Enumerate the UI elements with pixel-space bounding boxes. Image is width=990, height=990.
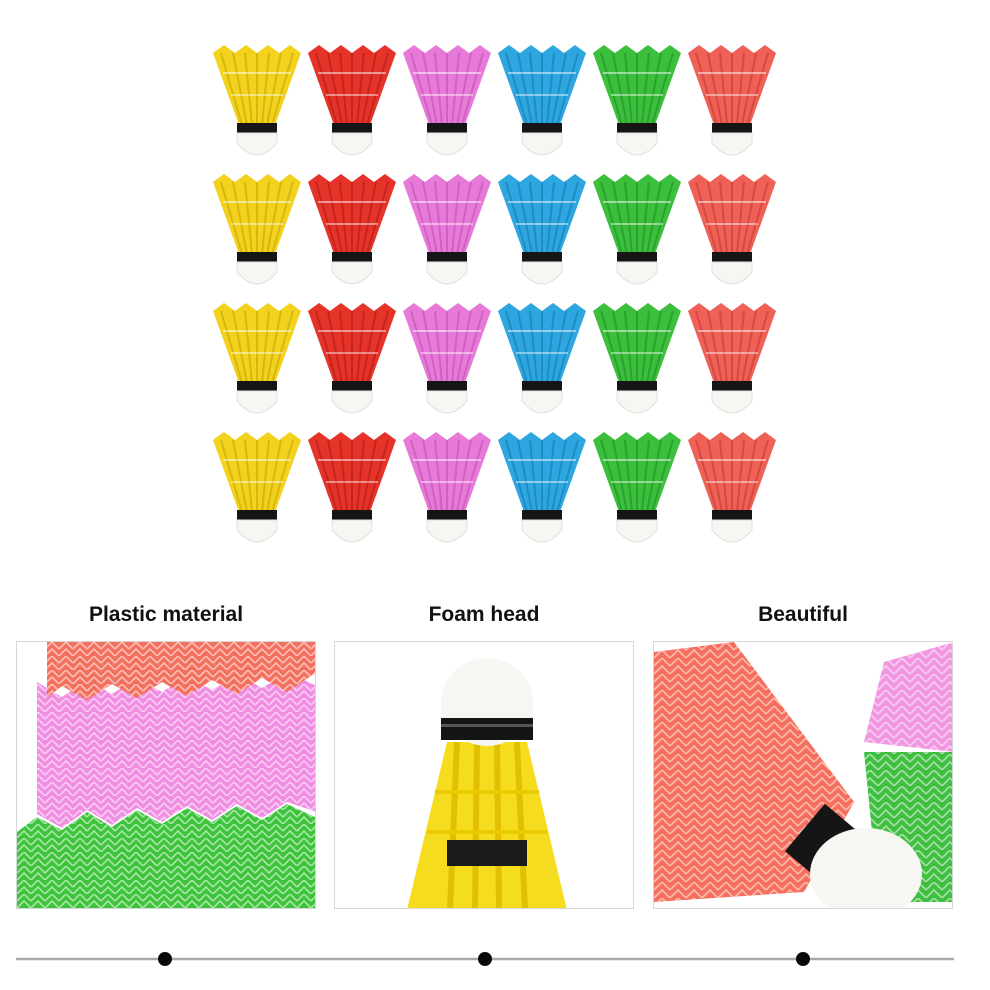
shuttlecock-coral <box>688 174 776 285</box>
timeline-dot-3 <box>796 952 810 966</box>
timeline <box>16 952 954 966</box>
foam-head-shape <box>711 390 753 414</box>
shuttlecock-yellow <box>213 432 301 543</box>
shuttlecock-pink <box>403 303 491 414</box>
foam-head-shape <box>711 519 753 543</box>
foam-head-shape <box>711 261 753 285</box>
foam-head-shape <box>616 390 658 414</box>
band-shape <box>522 252 562 262</box>
foam-head-shape <box>331 261 373 285</box>
shuttlecock-yellow <box>213 174 301 285</box>
band-shape <box>427 252 467 262</box>
inner-band-shape <box>447 840 527 866</box>
foam-head-shape <box>331 519 373 543</box>
shuttlecock-blue <box>498 45 586 156</box>
panel-foam-head <box>334 641 634 909</box>
black-band-shape <box>441 718 533 740</box>
band-shape <box>712 123 752 133</box>
feature-title-foam: Foam head <box>428 603 540 626</box>
band-shape <box>617 252 657 262</box>
band-shape <box>617 123 657 133</box>
black-band-shape <box>784 803 858 879</box>
feature-title-plastic: Plastic material <box>88 603 244 626</box>
foam-head-shape <box>426 519 468 543</box>
foam-head-shape <box>426 132 468 156</box>
band-shape <box>712 381 752 391</box>
foam-head-shape <box>236 261 278 285</box>
foam-head-shape <box>711 132 753 156</box>
foam-head-shape <box>331 132 373 156</box>
shuttlecock-pink <box>403 174 491 285</box>
foam-head-shape <box>521 132 563 156</box>
foam-head-shape <box>521 261 563 285</box>
band-shape <box>332 381 372 391</box>
feature-title-beautiful: Beautiful <box>758 603 848 626</box>
shuttlecock-coral <box>688 45 776 156</box>
shuttlecock-coral <box>688 432 776 543</box>
band-shape <box>522 123 562 133</box>
band-shape <box>617 381 657 391</box>
shuttlecock-blue <box>498 303 586 414</box>
foam-head-shape <box>426 390 468 414</box>
foam-head-shape <box>616 132 658 156</box>
shuttlecock-green <box>593 303 681 414</box>
shuttlecock-red <box>308 45 396 156</box>
timeline-dot-1 <box>158 952 172 966</box>
shuttlecock-coral <box>688 303 776 414</box>
foam-head-shape <box>236 132 278 156</box>
panel-beautiful <box>653 641 953 909</box>
shuttlecock-red <box>308 303 396 414</box>
band-shape <box>237 510 277 520</box>
band-shape <box>427 510 467 520</box>
band-shape <box>332 510 372 520</box>
foam-head-shape <box>426 261 468 285</box>
foam-head-shape <box>616 519 658 543</box>
band-shape <box>522 381 562 391</box>
shuttlecock-pink <box>403 45 491 156</box>
plastic-closeup-image <box>17 642 315 908</box>
band-shape <box>332 252 372 262</box>
foam-head-shape <box>616 261 658 285</box>
shuttlecock-green <box>593 432 681 543</box>
band-shape <box>237 381 277 391</box>
foam-head-shape <box>236 390 278 414</box>
band-shape <box>237 123 277 133</box>
band-shape <box>332 123 372 133</box>
shuttlecock-blue <box>498 174 586 285</box>
shuttlecock-blue <box>498 432 586 543</box>
band-shape <box>712 510 752 520</box>
shuttlecock-green <box>593 45 681 156</box>
yellow-skirt-shape <box>407 742 567 908</box>
shuttlecock-yellow <box>213 303 301 414</box>
foam-head-closeup-image <box>335 642 633 908</box>
shuttlecock-red <box>308 174 396 285</box>
beautiful-closeup-image <box>654 642 952 908</box>
band-shape <box>427 123 467 133</box>
band-shape <box>427 381 467 391</box>
foam-head-shape <box>810 828 922 908</box>
foam-head-shape <box>521 519 563 543</box>
shuttlecock-red <box>308 432 396 543</box>
band-shape <box>712 252 752 262</box>
foam-head-shape <box>331 390 373 414</box>
shuttlecock-pink <box>403 432 491 543</box>
shuttlecock-grid <box>213 45 776 543</box>
band-shape <box>617 510 657 520</box>
shuttlecock-yellow <box>213 45 301 156</box>
shuttlecock-green <box>593 174 681 285</box>
band-shape <box>522 510 562 520</box>
foam-head-shape <box>236 519 278 543</box>
band-shape <box>237 252 277 262</box>
timeline-dot-2 <box>478 952 492 966</box>
foam-head-shape <box>521 390 563 414</box>
panel-plastic-material <box>16 641 316 909</box>
